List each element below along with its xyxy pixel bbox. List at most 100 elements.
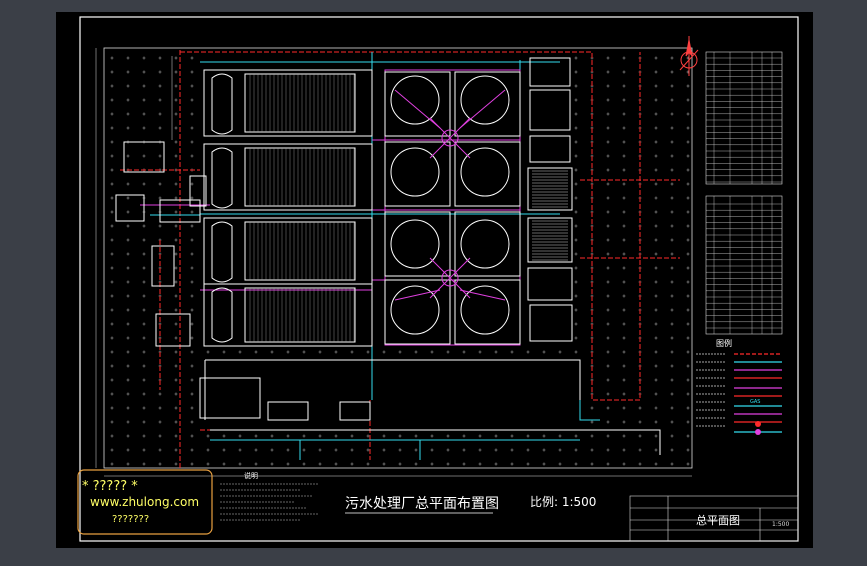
grass-mark xyxy=(590,434,594,438)
grass-mark xyxy=(686,126,690,130)
grass-mark xyxy=(110,266,114,270)
table-rows xyxy=(706,52,782,334)
grass-mark xyxy=(622,140,626,144)
title-block xyxy=(629,495,799,542)
grass-mark xyxy=(110,210,114,214)
grass-mark xyxy=(190,350,194,354)
grass-mark xyxy=(670,70,674,74)
grass-mark xyxy=(606,98,610,102)
grass-mark xyxy=(174,252,178,256)
grass-mark xyxy=(654,266,658,270)
grass-mark xyxy=(686,280,690,284)
grass-mark xyxy=(654,378,658,382)
grass-mark xyxy=(478,350,482,354)
grass-mark xyxy=(110,182,114,186)
secondary-clarifiers xyxy=(384,71,521,345)
grass-mark xyxy=(622,224,626,228)
grass-mark xyxy=(670,406,674,410)
grass-mark xyxy=(670,378,674,382)
grass-mark xyxy=(638,406,642,410)
grass-mark xyxy=(174,70,178,74)
grass-mark xyxy=(686,448,690,452)
grass-mark xyxy=(622,406,626,410)
grass-mark xyxy=(606,168,610,172)
grass-mark xyxy=(174,98,178,102)
grass-mark xyxy=(622,392,626,396)
grass-mark xyxy=(174,378,178,382)
grass-mark xyxy=(318,434,322,438)
grass-mark xyxy=(670,210,674,214)
grass-mark xyxy=(110,462,114,466)
grass-mark xyxy=(190,392,194,396)
grass-mark xyxy=(158,182,162,186)
grass-mark xyxy=(110,168,114,172)
grass-mark xyxy=(430,434,434,438)
grass-mark xyxy=(686,168,690,172)
legend-label-placeholders xyxy=(696,353,726,427)
grass-mark xyxy=(190,238,194,242)
grass-mark xyxy=(174,280,178,284)
grass-mark xyxy=(110,238,114,242)
grass-mark xyxy=(142,434,146,438)
grass-mark xyxy=(126,126,130,130)
grass-mark xyxy=(174,154,178,158)
grass-mark xyxy=(622,168,626,172)
grass-mark xyxy=(654,322,658,326)
title-block-name: 总平面图 xyxy=(696,513,740,527)
grass-mark xyxy=(606,294,610,298)
grass-mark xyxy=(670,168,674,172)
grass-mark xyxy=(158,462,162,466)
grass-mark xyxy=(126,294,130,298)
grass-mark xyxy=(590,462,594,466)
grass-mark xyxy=(126,154,130,158)
grass-mark xyxy=(366,448,370,452)
grass-mark xyxy=(654,112,658,116)
grass-mark xyxy=(110,84,114,88)
grass-mark xyxy=(606,56,610,60)
grass-mark xyxy=(174,322,178,326)
grass-mark xyxy=(142,308,146,312)
grass-mark xyxy=(654,364,658,368)
grass-mark xyxy=(126,336,130,340)
grass-mark xyxy=(574,98,578,102)
grass-mark xyxy=(654,294,658,298)
grass-mark xyxy=(670,224,674,228)
grass-mark xyxy=(382,350,386,354)
grass-mark xyxy=(174,448,178,452)
grass-mark xyxy=(142,406,146,410)
grass-mark xyxy=(670,462,674,466)
grass-mark xyxy=(142,84,146,88)
grass-mark xyxy=(158,448,162,452)
grass-mark xyxy=(638,462,642,466)
grass-mark xyxy=(174,238,178,242)
grass-mark xyxy=(654,224,658,228)
grass-mark xyxy=(622,350,626,354)
watermark-line3: ??????? xyxy=(112,514,149,525)
grass-mark xyxy=(574,168,578,172)
grass-mark xyxy=(574,350,578,354)
grass-mark xyxy=(270,434,274,438)
grass-mark xyxy=(606,364,610,368)
grass-mark xyxy=(622,280,626,284)
grass-mark xyxy=(126,98,130,102)
grass-mark xyxy=(606,154,610,158)
grass-mark xyxy=(174,420,178,424)
grass-mark xyxy=(622,112,626,116)
grass-mark xyxy=(126,406,130,410)
grass-mark xyxy=(158,420,162,424)
grass-mark xyxy=(670,350,674,354)
grass-mark xyxy=(174,126,178,130)
grass-mark xyxy=(254,462,258,466)
grass-mark xyxy=(190,140,194,144)
grass-mark xyxy=(366,350,370,354)
grass-mark xyxy=(606,196,610,200)
grass-mark xyxy=(606,70,610,74)
grass-mark xyxy=(574,266,578,270)
grass-mark xyxy=(190,56,194,60)
grass-mark xyxy=(382,434,386,438)
grass-mark xyxy=(686,112,690,116)
grass-mark xyxy=(126,56,130,60)
grass-mark xyxy=(430,448,434,452)
grass-mark xyxy=(126,210,130,214)
